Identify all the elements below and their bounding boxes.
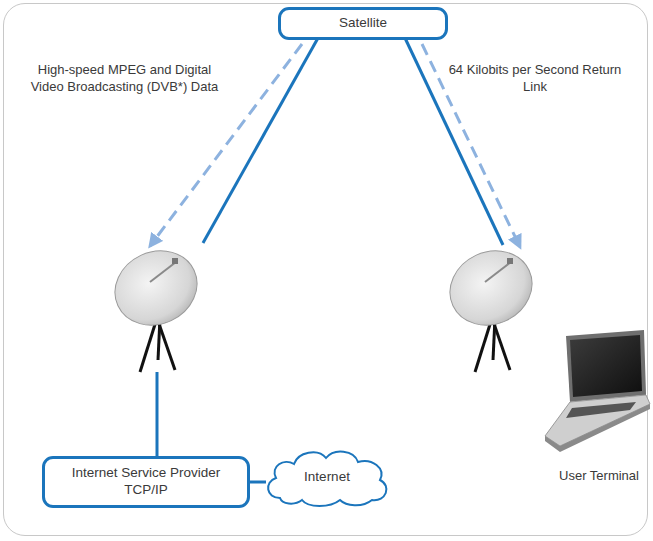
link-label: High-speed MPEG and Digital Video Broadc… [22, 62, 227, 96]
node-text: Satellite [339, 15, 387, 32]
node-text: Internet [304, 469, 350, 486]
satellite-box: Satellite [278, 7, 448, 40]
node-text: Internet Service Provider TCP/IP [50, 465, 242, 499]
laptop-icon [545, 330, 650, 452]
isp-box: Internet Service Provider TCP/IP [42, 456, 250, 508]
satellite-dish [103, 238, 210, 372]
satellite-dish [438, 238, 545, 372]
connector [250, 481, 266, 484]
terminal-label: User Terminal [548, 468, 650, 485]
internet-cloud: Internet [262, 446, 392, 508]
link-label: 64 Kilobits per Second Return Link [445, 62, 625, 96]
